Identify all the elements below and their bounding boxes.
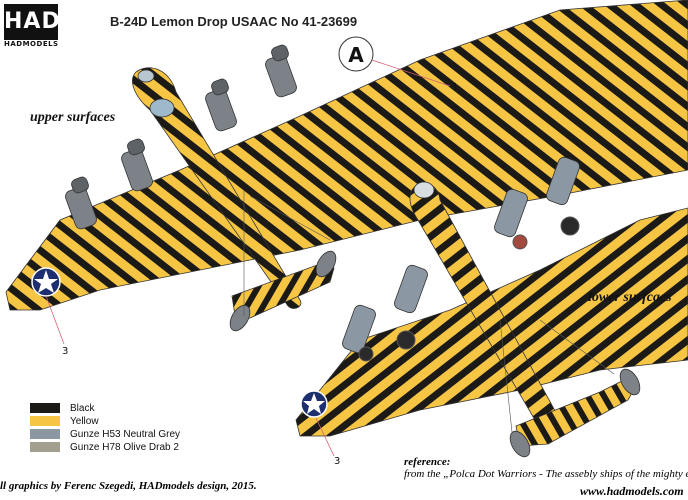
upper-engine-1 (65, 176, 97, 230)
star-insignia-upper (31, 267, 61, 297)
upper-nose-glazing (137, 69, 155, 83)
legend-swatch (30, 429, 60, 439)
lower-surfaces-label: lower surfcaes (588, 290, 672, 305)
legend-label: Gunze H78 Olive Drab 2 (70, 441, 179, 453)
upper-fin-right (315, 250, 337, 278)
callout-line-1 (371, 59, 451, 87)
legend-swatch (30, 403, 60, 413)
upper-engine-4 (265, 44, 297, 98)
page-title: B-24D Lemon Drop USAAC No 41-23699 (110, 14, 358, 29)
upper-wing (5, 0, 688, 311)
color-legend: Black Yellow Gunze H53 Neutral Grey Gunz… (30, 402, 180, 454)
callout-3-upper: 3 (62, 346, 69, 357)
callout-1: 1 (452, 82, 459, 93)
antenna-line-2 (249, 195, 331, 241)
legend-row: Gunze H78 Olive Drab 2 (30, 441, 180, 453)
credits-text: ll graphics by Ferenc Szegedi, HADmodels… (0, 480, 257, 492)
antenna-line-4 (539, 319, 615, 375)
upper-engine-3 (205, 78, 237, 132)
legend-row: Gunze H53 Neutral Grey (30, 428, 180, 440)
insignia-letter: A (348, 43, 364, 67)
star-insignia-lower (300, 390, 328, 418)
lower-engine-3 (494, 188, 528, 250)
lower-engine-4 (546, 156, 580, 236)
logo-subtitle: HADMODELS (4, 40, 59, 48)
lower-engine-1 (342, 304, 376, 362)
lower-nose (413, 181, 435, 199)
legend-swatch (30, 442, 60, 452)
legend-row: Yellow (30, 415, 180, 427)
logo-mark: HAD (4, 4, 60, 40)
legend-swatch (30, 416, 60, 426)
website-link[interactable]: www.hadmodels.com (580, 484, 684, 498)
callout-line-3-upper (45, 295, 65, 345)
legend-label: Gunze H53 Neutral Grey (70, 428, 181, 440)
upper-surfaces-label: upper surfaces (30, 110, 116, 125)
legend-label: Black (70, 402, 95, 414)
insignia-a: A (338, 36, 374, 72)
hadmodels-logo: HAD HADMODELS (4, 4, 60, 48)
lower-fin-right (619, 368, 641, 396)
reference-text: from the „Polca Dot Warriors - The asseb… (404, 468, 688, 480)
legend-row: Black (30, 402, 180, 414)
legend-label: Yellow (70, 415, 99, 427)
antenna-line-3 (499, 319, 513, 433)
upper-engine-2 (121, 138, 153, 192)
callout-3-lower: 3 (334, 456, 341, 467)
lower-fin-left (509, 430, 531, 458)
upper-fuselage (132, 67, 302, 309)
reference-label: reference: (404, 456, 451, 468)
upper-cockpit (149, 98, 175, 118)
upper-fin-left (229, 304, 251, 332)
upper-view-aircraft: A (5, 0, 688, 345)
lower-view-aircraft (295, 156, 688, 458)
lower-engine-2 (394, 264, 428, 350)
callout-line-3-lower (315, 417, 335, 457)
